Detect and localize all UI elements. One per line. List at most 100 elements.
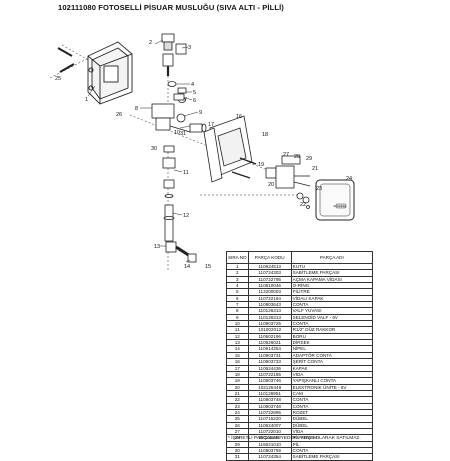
cell-name: CONTA xyxy=(290,301,374,309)
cell-name: CAM xyxy=(290,389,374,398)
cell-name: DÜBEL xyxy=(290,421,374,429)
callout-16: 16 xyxy=(236,114,242,120)
cell-name: YAPIŞKANLI CONTA xyxy=(290,377,374,385)
callout-15: 15 xyxy=(205,264,211,270)
cell-name: R1/2" DÜZ RAKKOR xyxy=(290,326,374,334)
callout-29: 29 xyxy=(306,156,312,162)
header-no: SIRA NO xyxy=(226,251,249,264)
callout-10: 10 xyxy=(174,130,180,136)
callout-8: 8 xyxy=(135,106,138,112)
cell-name: O-RİNG xyxy=(290,282,374,290)
cell-name: CONTA xyxy=(290,320,374,328)
valve-body xyxy=(151,103,191,133)
cell-name: CONTA xyxy=(290,402,374,410)
cell-name: VİDALI KAPAK xyxy=(290,294,374,303)
cell-name: VİDA xyxy=(290,427,374,436)
cover-frame xyxy=(203,115,253,183)
callout-4: 4 xyxy=(191,82,194,88)
callout-30: 30 xyxy=(151,146,157,152)
cell-code: 110724354 xyxy=(247,453,292,461)
cell-no: 31 xyxy=(226,453,249,461)
cell-name: AÇMA KAPAMA VİDASI xyxy=(290,275,374,284)
cell-name: VALF YUVASI xyxy=(290,307,374,315)
cell-name: DİRSEK xyxy=(290,339,374,347)
cell-name: SELENOİD VALF - 6V xyxy=(290,313,374,322)
callout-19: 19 xyxy=(258,162,264,168)
callout-13: 13 xyxy=(154,244,160,250)
callout-12: 12 xyxy=(183,213,189,219)
callout-6: 6 xyxy=(193,98,196,104)
callout-18: 18 xyxy=(262,132,268,138)
callout-31: 31 xyxy=(180,131,186,137)
callout-11: 11 xyxy=(183,170,189,176)
header-name: PARÇA ADI xyxy=(290,251,374,264)
cell-name: PİL xyxy=(290,440,374,448)
callout-24: 24 xyxy=(346,176,352,182)
callout-22: 22 xyxy=(300,202,306,208)
pipe-assembly xyxy=(162,145,197,263)
cell-name: VİDA xyxy=(290,370,374,379)
callout-labels: 1 2 3 4 5 6 7 8 9 10 11 12 13 14 15 16 1… xyxy=(55,40,352,270)
callout-21: 21 xyxy=(312,166,318,172)
wall-dowels xyxy=(57,47,75,73)
brand-logo-text: Eczacıbaşı xyxy=(334,204,347,208)
cell-name: DÜBEL xyxy=(290,415,374,423)
top-fittings xyxy=(161,33,187,76)
callout-23: 23 xyxy=(316,186,322,192)
callout-1: 1 xyxy=(85,97,88,103)
mounting-box xyxy=(87,41,133,105)
callout-28: 28 xyxy=(294,154,300,160)
electronic-unit xyxy=(265,155,311,200)
assembly-axis-lines xyxy=(49,44,300,270)
front-plate xyxy=(302,179,355,221)
cell-name: PİL YUVASI xyxy=(290,434,374,442)
callout-14: 14 xyxy=(184,264,190,270)
cell-name: ŞERİT CONTA xyxy=(290,358,374,366)
cell-name: NİPEL xyxy=(290,345,374,353)
cell-name: KUTU xyxy=(290,262,374,271)
callout-7: 7 xyxy=(184,97,187,103)
small-seal-parts xyxy=(167,81,187,103)
cell-name: ADAPTÖR CONTA xyxy=(290,351,374,360)
callout-20: 20 xyxy=(268,182,274,188)
cell-name: KAPAK xyxy=(290,364,374,372)
footnote: * İŞARETLİ PARÇALAR YEDEK PARÇA OLARAK S… xyxy=(228,436,361,441)
cell-name: ELEKTRONİK ÜNİTE - 6V xyxy=(290,383,374,391)
solenoid-part xyxy=(189,123,207,133)
callout-2: 2 xyxy=(149,40,152,46)
callout-17: 17 xyxy=(208,122,214,128)
cell-name: SABİTLEME PARÇASI xyxy=(290,269,374,277)
header-code: PARÇA KODU xyxy=(247,251,292,264)
cell-name: FİLİTRE xyxy=(290,288,374,296)
cell-name: ROZET xyxy=(290,408,374,417)
